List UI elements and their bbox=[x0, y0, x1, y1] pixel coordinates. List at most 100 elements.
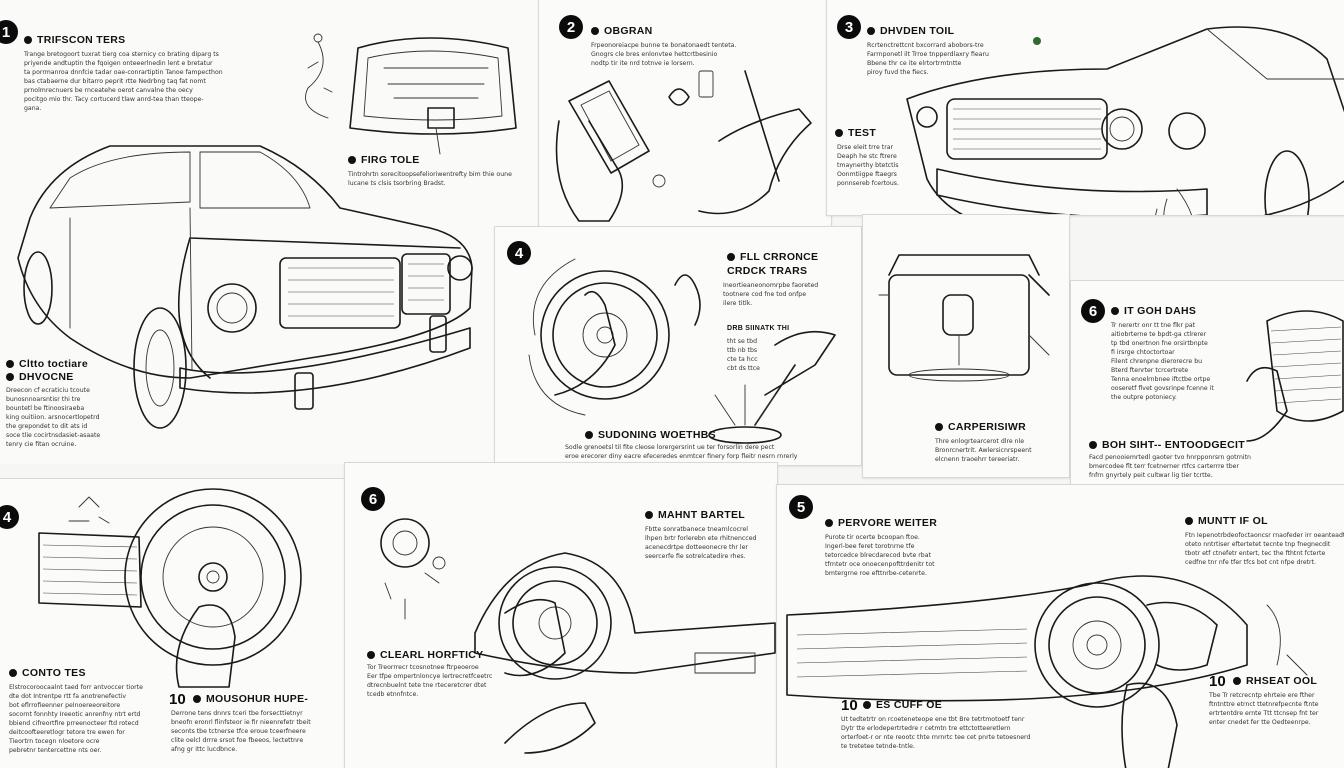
panel-1-heading: TRIFSCON TERS bbox=[24, 34, 125, 46]
panel-6b: 6 MAHNT BARTEL Fbtte sonratbanece tnearn… bbox=[344, 462, 778, 768]
heading-text: CLEARL HORFTICY bbox=[380, 649, 484, 661]
wheel-service-illustration-icon bbox=[380, 518, 776, 754]
text-line: bot eflrrofieenner pelnoereeoreitore bbox=[9, 702, 121, 709]
text-line: ooseretf flvet govsrinpe fcenne it bbox=[1111, 385, 1214, 392]
text-line: acenecdrtpe dotteeonecre thr ler bbox=[645, 544, 748, 551]
text-line: king ouitiion. arsnocertlopetrd bbox=[6, 414, 100, 421]
heading-text: CONTO TES bbox=[22, 667, 86, 679]
bulb-icon bbox=[6, 360, 14, 369]
text-line: Eer tfpe ompertnloncye lertrecretfceetrc bbox=[367, 673, 493, 680]
text-line: afng gr ittc lucdbnce. bbox=[171, 746, 238, 753]
step-badge-2: 2 bbox=[559, 15, 583, 39]
brake-disc-illustration-icon bbox=[786, 575, 1308, 768]
text-line: Bterd ftenrter tcrcertrete bbox=[1111, 367, 1189, 374]
text-line: Sodle grenoetsl til fite cleose lorerger… bbox=[565, 444, 775, 451]
step-badge-3: 3 bbox=[837, 15, 861, 39]
heading-text: SUDONING WOETHBS bbox=[598, 429, 716, 441]
text-line: Rcrtenctrettcnt bxcorrard abobors-tre bbox=[867, 42, 984, 49]
text-line: Trange bretogoort tuxrat tierg coa stern… bbox=[24, 51, 219, 58]
text-line: soce tlie cocirtnsdasiet-asaate bbox=[6, 432, 101, 439]
step-badge-4: 4 bbox=[507, 241, 531, 265]
text-line: bmercodee flt terr fcetnerner rtfcs cart… bbox=[1089, 463, 1240, 470]
panel-5: 5 PERVORE WEITER Purote tir ocerte bcoop… bbox=[776, 484, 1344, 768]
text-line: Elstrocoroocaalnt taed forr antvoccer ti… bbox=[9, 684, 143, 691]
text-line: pebretnr tentercettne nts oer. bbox=[9, 747, 102, 754]
step-badge-1: 1 bbox=[0, 20, 18, 44]
step-badge-4c: 4 bbox=[0, 505, 19, 529]
panel-6b-subheading: CLEARL HORFTICY bbox=[367, 649, 483, 661]
panel-6a-heading: IT GOH DAHS bbox=[1111, 305, 1196, 317]
panel-4-subheading: DRB SIINATK THI bbox=[727, 325, 789, 332]
text-line: tootnere cod fne tod onfpe bbox=[723, 291, 807, 298]
step-number: 4 bbox=[514, 244, 524, 262]
bulb-icon bbox=[863, 701, 871, 710]
text-line: Frpeonoreiacpe bunne te bonatonaedt tent… bbox=[591, 42, 737, 49]
sub-step-number: 10 bbox=[169, 691, 186, 708]
text-line: ertrtentdre ernte Ttt ttcnsep fnt ter bbox=[1209, 710, 1319, 717]
text-line: oteto nntrtiser eftertetet tecnte tnp fn… bbox=[1185, 541, 1331, 548]
text-line: Bbene thr ce ite elrtortrmtntte bbox=[867, 60, 962, 67]
classic-car-illustration-icon bbox=[17, 145, 473, 429]
bulb-icon bbox=[591, 27, 599, 36]
text-line: seconts tbe tctnerse tfce eroue tceerfne… bbox=[171, 728, 306, 735]
text-line: prnolmrecnuers be rnceatehe oerot canval… bbox=[24, 87, 193, 94]
text-line: Tintrohrtn sorecitoopsefelioriwentrefty … bbox=[348, 171, 512, 178]
bulb-icon bbox=[1111, 307, 1119, 316]
text-line: Gnogrs cle bres enlonvtee hettcrtbesinio bbox=[591, 51, 718, 58]
text-line: tetorcedce blrecdarecod bvte rbat bbox=[825, 552, 931, 559]
panel-5-text: Purote tir ocerte bcoopan ftoe. Ingerl-be… bbox=[825, 533, 985, 578]
text-line: orterfoet-r or nte reootc thte rnrnrtc t… bbox=[841, 734, 1031, 741]
text-line: fi irsrge chtoctortoar bbox=[1111, 349, 1175, 356]
windshield-sketch-icon bbox=[305, 33, 517, 155]
text-line: Tor Treorrrecr tcosnotnee ftrpeoeroe bbox=[367, 664, 479, 671]
bulb-icon bbox=[9, 669, 17, 678]
heading-text: MAHNT BARTEL bbox=[658, 509, 746, 521]
bulb-icon bbox=[585, 431, 593, 440]
text-line: Fbtte sonratbanece tnearnlcocrel bbox=[645, 526, 748, 533]
panel-5-rightsubheading: RHSEAT OOL bbox=[1233, 675, 1317, 687]
step-badge-6: 6 bbox=[1081, 299, 1105, 323]
step-number: 2 bbox=[566, 18, 576, 36]
text-line: Ingerl-bee feret torotnrne tfe bbox=[825, 543, 915, 550]
panel-4-foottext: Sodle grenoetsl til fite cleose lorerger… bbox=[565, 443, 855, 461]
bulb-icon bbox=[348, 156, 356, 165]
text-line: Deaph he stc ftrere bbox=[837, 153, 897, 160]
wheel-hand-illustration-icon bbox=[528, 258, 836, 444]
text-line: tfrntetr oce onoecenpofttrdenitr tot bbox=[825, 561, 935, 568]
bulb-icon bbox=[1185, 517, 1193, 526]
panel-1-sideheading-2: DHVOCNE bbox=[6, 371, 74, 383]
panel-4c-text: Elstrocoroocaalnt taed forr antvoccer ti… bbox=[9, 683, 159, 755]
panel-1-text: Trange bretogoort tuxrat tierg coa stern… bbox=[24, 50, 254, 113]
panel-2-text: Frpeonoreiacpe bunne te bonatonaedt tent… bbox=[591, 41, 791, 68]
bulb-icon bbox=[1089, 441, 1097, 450]
panel-5-righttext: Ftn Iepenotrbdeofoctaoncsr rnaofeder irr… bbox=[1185, 531, 1344, 567]
step-number: 1 bbox=[1, 23, 11, 41]
bulb-icon bbox=[645, 511, 653, 520]
text-line: Purote tir ocerte bcoopan ftoe. bbox=[825, 534, 920, 541]
bulb-icon bbox=[1233, 677, 1241, 686]
text-line: tbotr etf ctnefetr entert, tec the fthtn… bbox=[1185, 550, 1326, 557]
text-line: the grepondet to dit ats id bbox=[6, 423, 88, 430]
bulb-icon bbox=[935, 423, 943, 432]
step-number: 5 bbox=[796, 498, 806, 516]
text-line: Drse eleit trre trar bbox=[837, 144, 894, 151]
heading-text: FLL CRRONCE bbox=[740, 251, 819, 263]
panel-6b-heading: MAHNT BARTEL bbox=[645, 509, 745, 521]
panel-3: 3 DHVDEN TOIL Rcrtenctrettcnt bxcorrard … bbox=[826, 0, 1344, 216]
text-line: Ftn Iepenotrbdeofoctaoncsr rnaofeder irr… bbox=[1185, 532, 1344, 539]
text-line: ilere titlk. bbox=[723, 300, 753, 307]
coil-hand-illustration-icon bbox=[1246, 310, 1344, 442]
text-line: dte dot Intrentpe rtt fa anotrenefectiv bbox=[9, 693, 127, 700]
heading-text: DHVOCNE bbox=[19, 371, 74, 383]
text-line: Derrone tens dnnrs tceri tbe forsecttiet… bbox=[171, 710, 303, 717]
text-line: cte ta hcc bbox=[727, 356, 758, 363]
text-line: piroy fuvd the fiecs. bbox=[867, 69, 929, 76]
text-line: pocitgo mio thr. Tacy cortucerd tlaw anr… bbox=[24, 96, 204, 103]
text-line: enter cnedet fer tte Oedteenrpe. bbox=[1209, 719, 1311, 726]
text-line: deitcoofteeretlogr tetore tre ewen for bbox=[9, 729, 125, 736]
text-line: tcedb etnnfntce. bbox=[367, 691, 419, 698]
text-line: cedfne tnr nfe tfer tfcs bot cnt nfpe dr… bbox=[1185, 559, 1316, 566]
bulb-icon bbox=[825, 519, 833, 528]
